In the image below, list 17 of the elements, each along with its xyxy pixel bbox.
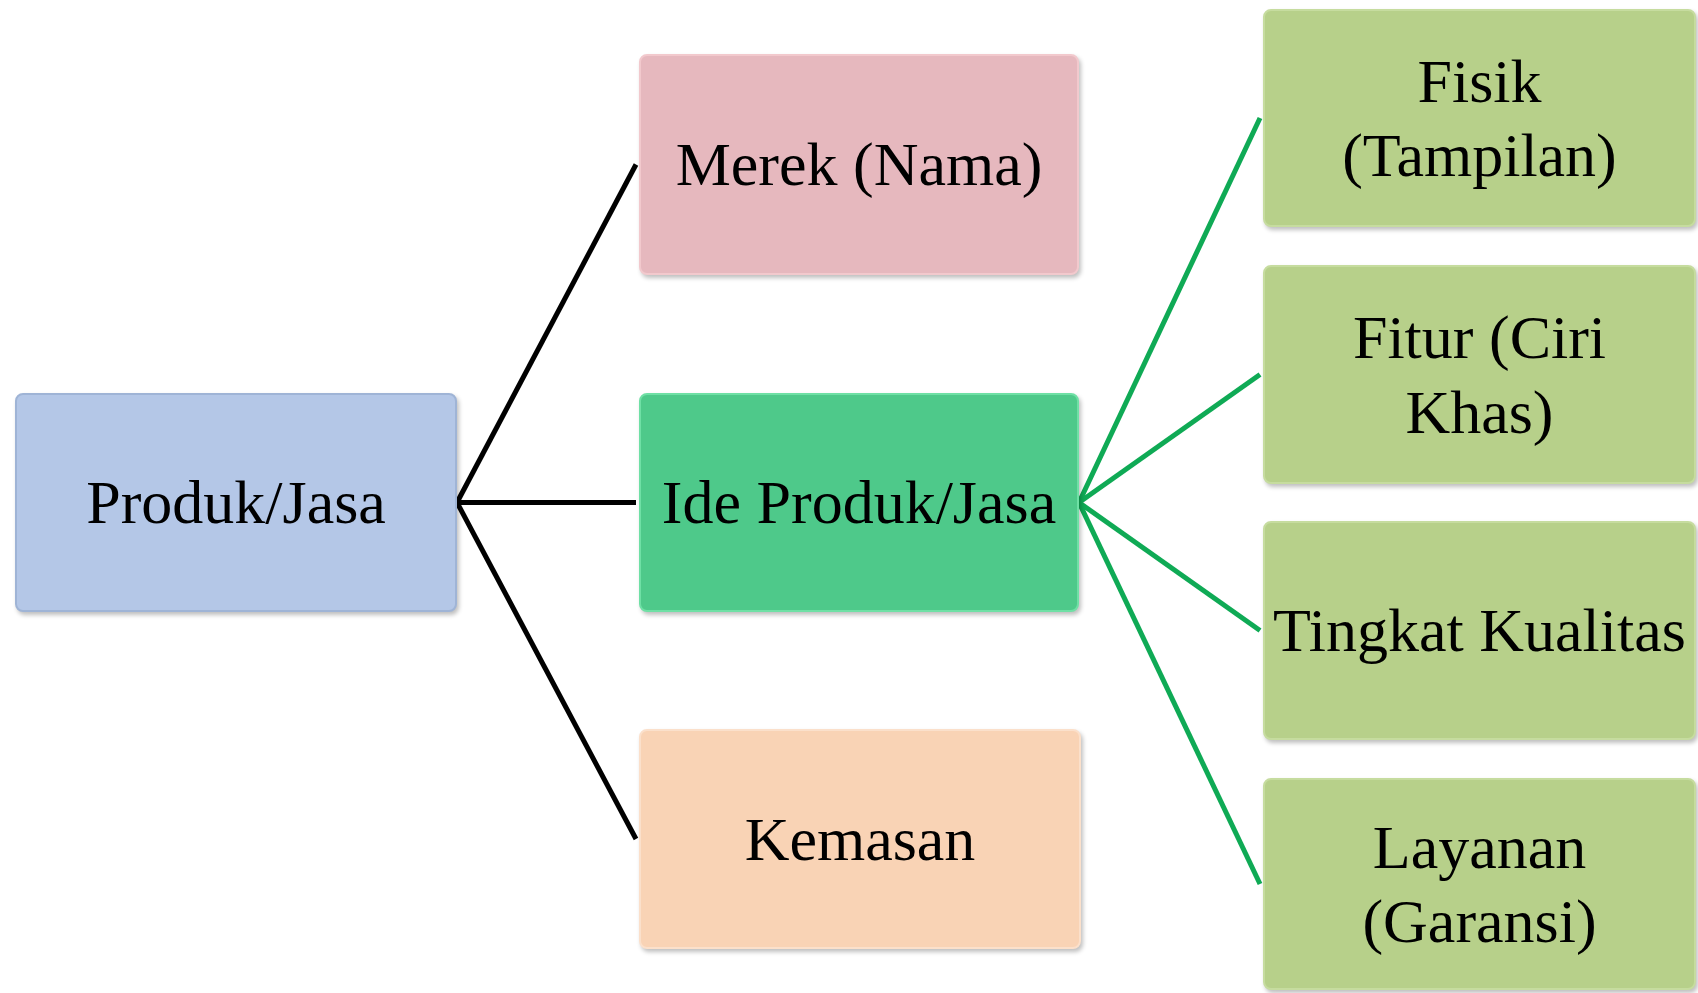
connector-line	[457, 500, 636, 505]
box-label: Produk/Jasa	[86, 467, 386, 539]
box-label: Layanan (Garansi)	[1361, 811, 1598, 957]
rounded-box	[639, 54, 1079, 275]
box-label: Fisik (Tampilan)	[1341, 45, 1618, 191]
rounded-box	[15, 393, 457, 612]
rounded-box	[1263, 521, 1696, 740]
box-label: Merek (Nama)	[675, 129, 1043, 201]
rounded-box	[639, 393, 1079, 612]
rounded-box	[1263, 9, 1696, 227]
rounded-box	[1263, 778, 1696, 990]
box-label: Tingkat Kualitas	[1273, 595, 1686, 667]
rounded-box	[639, 729, 1081, 949]
rounded-box	[1263, 265, 1696, 484]
box-label: Fitur (Ciri Khas)	[1351, 302, 1608, 448]
box-label: Kemasan	[744, 803, 976, 875]
box-label: Ide Produk/Jasa	[661, 467, 1057, 539]
